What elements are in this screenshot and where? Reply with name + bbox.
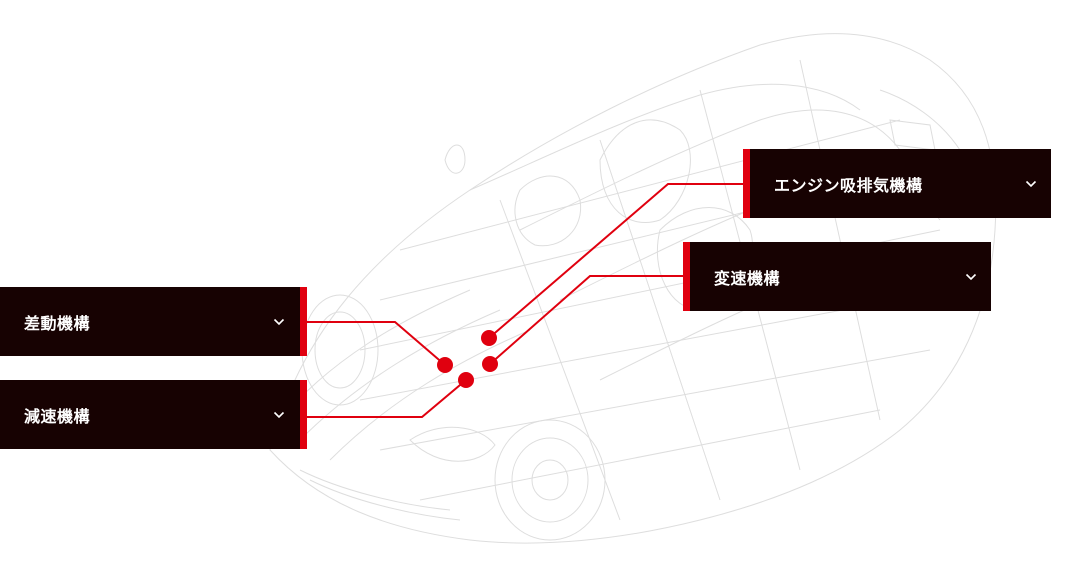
panel-label: 減速機構 [24, 406, 91, 426]
hotspot-transmission[interactable] [482, 356, 498, 372]
chevron-down-icon [1025, 180, 1037, 188]
hotspot-reduction[interactable] [458, 372, 474, 388]
hotspot-engine[interactable] [481, 330, 497, 346]
differential-panel[interactable]: 差動機構 [0, 287, 307, 356]
chevron-down-icon [965, 273, 977, 281]
accent-bar [743, 149, 750, 218]
panel-label: 差動機構 [24, 313, 91, 333]
accent-bar [683, 242, 690, 311]
engine-intake-exhaust-panel[interactable]: エンジン吸排気機構 [743, 149, 1051, 218]
accent-bar [300, 287, 307, 356]
chevron-down-icon [273, 318, 285, 326]
panel-label: エンジン吸排気機構 [774, 175, 923, 195]
accent-bar [300, 380, 307, 449]
transmission-panel[interactable]: 変速機構 [683, 242, 991, 311]
hotspot-differential[interactable] [437, 357, 453, 373]
panel-label: 変速機構 [714, 268, 781, 288]
chevron-down-icon [273, 411, 285, 419]
reduction-gear-panel[interactable]: 減速機構 [0, 380, 307, 449]
